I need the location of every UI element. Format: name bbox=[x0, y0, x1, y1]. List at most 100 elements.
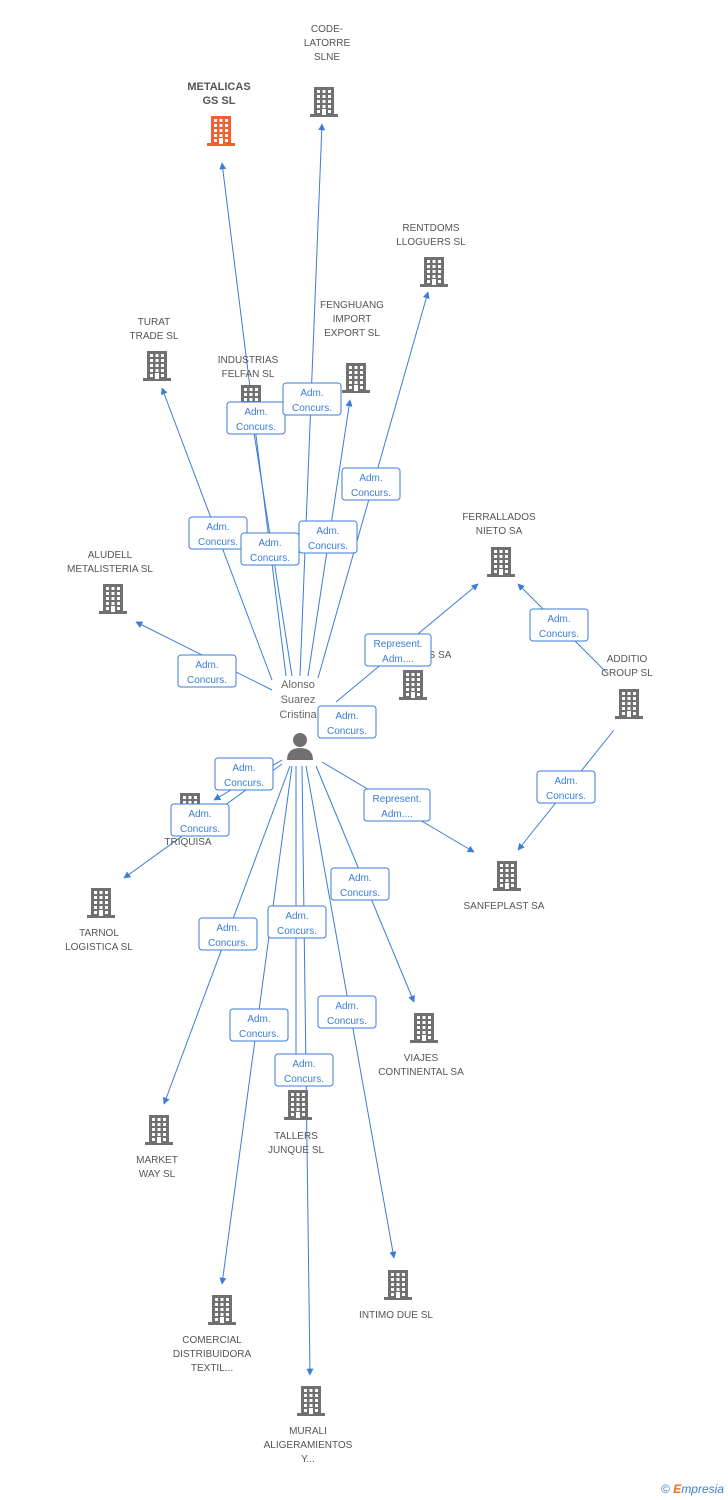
edge-label-tarnol[interactable]: Adm.Concurs. bbox=[170, 803, 230, 837]
edge-label-triquisa[interactable]: Adm. Concurs. bbox=[214, 757, 274, 791]
company-label-line: COMERCIAL bbox=[182, 1335, 242, 1346]
edge-label-fenghuang[interactable]: Adm. Concurs. bbox=[298, 520, 358, 554]
edge-label-line: Concurs. bbox=[292, 403, 332, 414]
company-label-line: SLNE bbox=[314, 52, 340, 63]
building-icon[interactable] bbox=[615, 689, 643, 719]
edge-label-line: Concurs. bbox=[198, 537, 238, 548]
building-icon[interactable] bbox=[284, 1090, 312, 1120]
edge-label-sanfeplast[interactable]: Represent.Adm.... bbox=[363, 788, 431, 822]
company-label-line: S SA bbox=[429, 650, 452, 661]
edge-label-line: Concurs. bbox=[351, 488, 391, 499]
edge-label-line: Concurs. bbox=[308, 541, 348, 552]
company-label-line: GROUP SL bbox=[601, 668, 653, 679]
copyright-icon: © bbox=[661, 1482, 670, 1496]
company-node-turat[interactable]: TURAT TRADE SL bbox=[130, 317, 179, 381]
edge-label-additio-to-sanfeplast[interactable]: Adm.Concurs. bbox=[536, 770, 596, 804]
edge-label-industrias-felfan[interactable]: Adm.Concurs. bbox=[240, 532, 300, 566]
edge-label-line: Concurs. bbox=[180, 824, 220, 835]
building-icon[interactable] bbox=[487, 547, 515, 577]
edge-label-talleres[interactable]: Adm.Concurs. bbox=[267, 905, 327, 939]
building-icon[interactable] bbox=[410, 1013, 438, 1043]
building-icon[interactable] bbox=[493, 861, 521, 891]
building-icon[interactable] bbox=[342, 363, 370, 393]
building-icon[interactable] bbox=[143, 351, 171, 381]
company-node-intimo[interactable]: INTIMO DUE SL bbox=[359, 1270, 433, 1321]
edge-label-line: Adm. bbox=[247, 1014, 270, 1025]
company-label-line: MURALI bbox=[289, 1426, 327, 1437]
edge-label-line: Adm. bbox=[206, 522, 229, 533]
person-name-line: Cristina bbox=[279, 709, 317, 721]
edge-label-market-way[interactable]: Adm.Concurs. bbox=[198, 917, 258, 951]
edge-label-intimo[interactable]: Adm.Concurs. bbox=[317, 995, 377, 1029]
building-icon[interactable] bbox=[207, 116, 235, 146]
company-node-additio[interactable]: ADDITIO GROUP SL bbox=[601, 654, 653, 719]
edge-label-hidden-sa[interactable]: Adm.Concurs. bbox=[317, 705, 377, 739]
person-icon[interactable] bbox=[287, 733, 313, 760]
edge-label-line: Adm. bbox=[232, 763, 255, 774]
company-node-sanfeplast[interactable]: SANFEPLAST SA bbox=[464, 861, 545, 912]
edge-label-line: Concurs. bbox=[224, 778, 264, 789]
building-icon[interactable] bbox=[420, 257, 448, 287]
company-label-line: TURAT bbox=[138, 317, 171, 328]
building-icon[interactable] bbox=[87, 888, 115, 918]
company-label-line: INDUSTRIAS bbox=[218, 355, 279, 366]
edge-label-line: Concurs. bbox=[539, 629, 579, 640]
company-label-line: ADDITIO bbox=[607, 654, 648, 665]
edge-label-additio-to-ferrallados[interactable]: Adm.Concurs. bbox=[529, 608, 589, 642]
company-label-line: TRADE SL bbox=[130, 331, 179, 342]
building-icon[interactable] bbox=[399, 670, 427, 700]
company-label-line: FELFAN SL bbox=[222, 369, 275, 380]
edge-label-line: Adm.... bbox=[381, 809, 413, 820]
edge-label-line: Adm. bbox=[316, 526, 339, 537]
edge-label-line: Adm. bbox=[285, 911, 308, 922]
edge-label-code-latorre[interactable]: Adm.Concurs. bbox=[282, 382, 342, 416]
company-node-comercial[interactable]: COMERCIALDISTRIBUIDORATEXTIL... bbox=[173, 1295, 252, 1374]
edge-label-viajes[interactable]: Adm.Concurs. bbox=[330, 867, 390, 901]
edge-label-line: Adm. bbox=[258, 538, 281, 549]
edge-label-murali[interactable]: Adm.Concurs. bbox=[274, 1053, 334, 1087]
edge-label-line: Adm. bbox=[292, 1059, 315, 1070]
company-label-line: ALIGERAMIENTOS bbox=[264, 1440, 353, 1451]
company-label-line: LLOGUERS SL bbox=[396, 237, 466, 248]
building-icon[interactable] bbox=[145, 1115, 173, 1145]
edge-label-line: Adm. bbox=[359, 473, 382, 484]
building-icon[interactable] bbox=[208, 1295, 236, 1325]
company-label-line: INTIMO DUE SL bbox=[359, 1310, 433, 1321]
edge-label-ferrallados[interactable]: Represent.Adm.... bbox=[364, 633, 432, 667]
edge-label-line: Adm. bbox=[216, 923, 239, 934]
company-node-murali[interactable]: MURALI ALIGERAMIENTOS Y... bbox=[264, 1386, 353, 1465]
company-label-line: LATORRE bbox=[304, 38, 351, 49]
footer-brand[interactable]: © Empresia bbox=[661, 1482, 724, 1496]
edge-label-line: Concurs. bbox=[236, 422, 276, 433]
edge-label-line: Adm. bbox=[554, 776, 577, 787]
company-node-hidden-sa[interactable]: S SA bbox=[399, 650, 452, 700]
edge-label-aludell[interactable]: Adm.Concurs. bbox=[177, 654, 237, 688]
edge-label-line: Adm. bbox=[348, 873, 371, 884]
edges-layer bbox=[123, 123, 615, 1376]
edge-label-comercial[interactable]: Adm.Concurs. bbox=[229, 1008, 289, 1042]
building-icon[interactable] bbox=[297, 1386, 325, 1416]
company-label-line: METALICAS bbox=[187, 81, 250, 93]
edge-label-rentdoms[interactable]: Adm. Concurs. bbox=[341, 467, 401, 501]
edge-label-turat[interactable]: Adm. Concurs. bbox=[188, 516, 248, 550]
company-label-line: Y... bbox=[301, 1454, 315, 1465]
edge-label-metalicas[interactable]: Adm.Concurs. bbox=[226, 401, 286, 435]
building-icon[interactable] bbox=[99, 584, 127, 614]
building-icon[interactable] bbox=[384, 1270, 412, 1300]
company-label-line: VIAJES bbox=[404, 1053, 439, 1064]
building-icon[interactable] bbox=[310, 87, 338, 117]
company-label-line: EXPORT SL bbox=[324, 328, 380, 339]
edge-label-line: Concurs. bbox=[327, 726, 367, 737]
